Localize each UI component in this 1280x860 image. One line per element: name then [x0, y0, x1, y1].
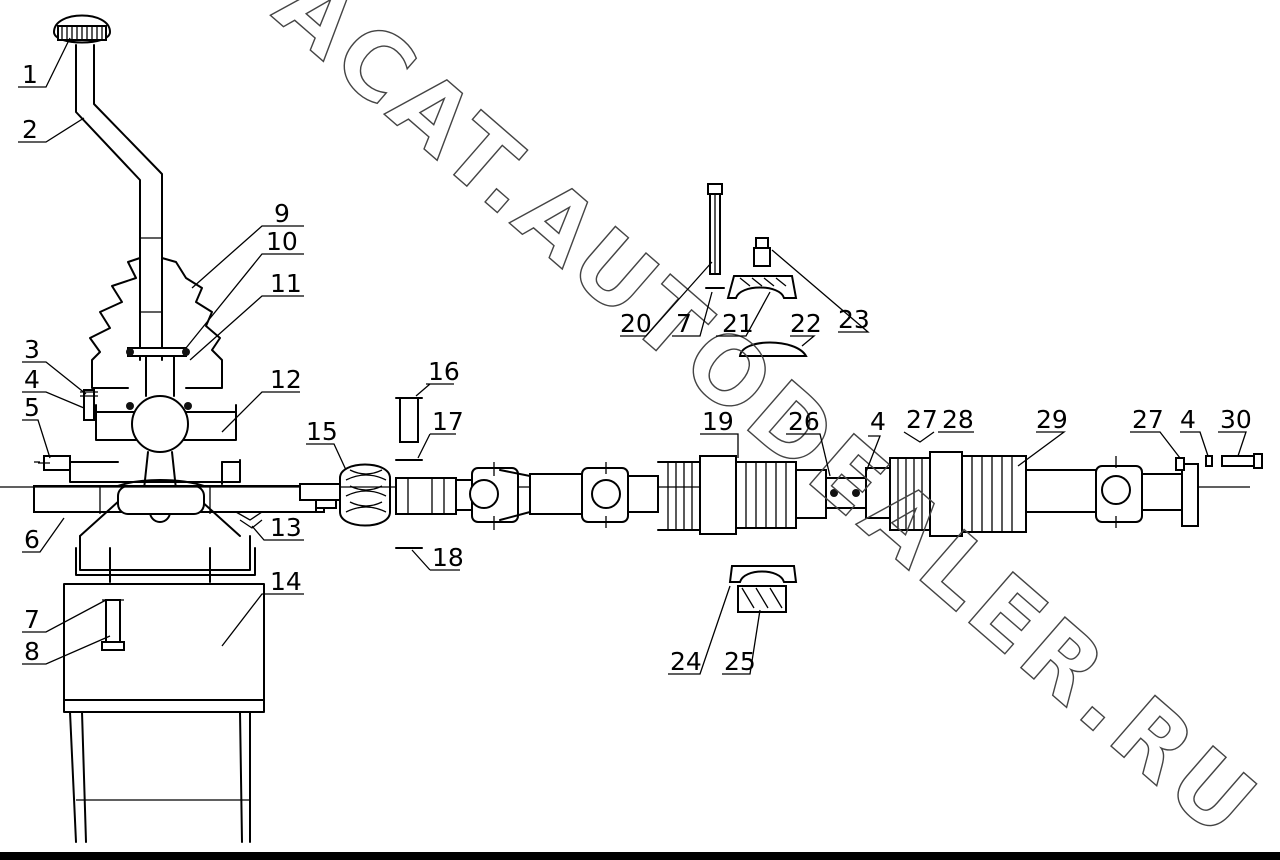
retainer-plate — [127, 347, 187, 357]
bolt-30 — [1221, 453, 1263, 469]
grease-nipple-23 — [753, 237, 771, 267]
shaft-sleeve — [395, 477, 457, 515]
callout-27b: 27 — [1132, 405, 1164, 434]
callout-10: 10 — [266, 227, 298, 256]
callout-24: 24 — [670, 647, 702, 676]
shift-shaft-housing — [33, 455, 337, 583]
bolt-20 — [707, 183, 723, 275]
rubber-coupling — [299, 463, 391, 527]
rubber-boot — [89, 257, 223, 389]
callout-11: 11 — [270, 269, 302, 298]
callout-1: 1 — [22, 60, 38, 89]
callout-27: 27 — [906, 405, 938, 434]
callout-4: 4 — [24, 365, 40, 394]
shift-lever-assembly — [33, 14, 337, 843]
callout-7b: 7 — [676, 309, 692, 338]
mounting-bolt — [80, 389, 98, 421]
bellows-boot-28 — [865, 451, 1027, 537]
shift-knob — [52, 14, 112, 44]
universal-joint-front — [455, 462, 629, 530]
universal-joint-rear — [1025, 456, 1199, 528]
bottom-border-bar — [0, 852, 1280, 860]
callout-19: 19 — [702, 407, 734, 436]
callout-12: 12 — [270, 365, 302, 394]
callout-4c: 4 — [1180, 405, 1196, 434]
callout-5: 5 — [24, 393, 40, 422]
callout-13: 13 — [270, 513, 302, 542]
callout-25: 25 — [724, 647, 756, 676]
block-25 — [737, 585, 787, 613]
callout-30: 30 — [1220, 405, 1252, 434]
callout-numbers: 1 2 3 4 5 6 7 8 9 10 11 12 13 14 15 16 1… — [22, 60, 1252, 676]
callout-4b: 4 — [870, 407, 886, 436]
callout-3: 3 — [24, 335, 40, 364]
callout-16: 16 — [428, 357, 460, 386]
half-clamp-22 — [738, 341, 808, 357]
callout-6: 6 — [24, 525, 40, 554]
washer-4 — [1205, 455, 1213, 467]
callout-7: 7 — [24, 605, 40, 634]
clamp-24 — [728, 565, 798, 583]
pin — [395, 397, 423, 443]
callout-29: 29 — [1036, 405, 1068, 434]
callout-2: 2 — [22, 115, 38, 144]
callout-20: 20 — [620, 309, 652, 338]
bellows-boot-19 — [627, 455, 827, 535]
mounting-base — [63, 583, 265, 843]
drive-shaft-assembly — [0, 397, 1263, 549]
callout-28: 28 — [942, 405, 974, 434]
callout-26: 26 — [788, 407, 820, 436]
callout-leaders — [18, 37, 1247, 675]
callout-23: 23 — [838, 305, 870, 334]
callout-14: 14 — [270, 567, 302, 596]
nut-27 — [1175, 457, 1185, 471]
callout-8: 8 — [24, 637, 40, 666]
callout-18: 18 — [432, 543, 464, 572]
callout-9: 9 — [274, 199, 290, 228]
callout-15: 15 — [306, 417, 338, 446]
callout-21: 21 — [722, 309, 754, 338]
shift-rod — [75, 44, 163, 361]
callout-17: 17 — [432, 407, 464, 436]
callout-22: 22 — [790, 309, 822, 338]
clamp-21 — [726, 275, 798, 299]
